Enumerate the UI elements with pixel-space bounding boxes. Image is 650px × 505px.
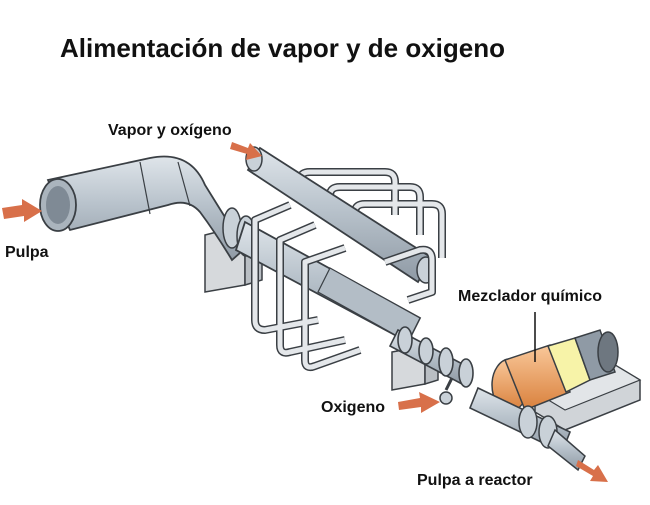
outlet-pipe	[468, 386, 586, 472]
label-steam-oxygen: Vapor y oxígeno	[108, 122, 232, 139]
diagram-title: Alimentación de vapor y de oxigeno	[60, 33, 505, 63]
label-chemical-mixer: Mezclador químico	[458, 288, 603, 305]
arrow-pulp-in	[2, 199, 42, 222]
label-pulp: Pulpa	[5, 244, 49, 261]
oxygen-nozzle	[439, 377, 454, 405]
inlet-pipe-elbow	[39, 155, 252, 262]
arrow-pulp-out	[576, 460, 608, 482]
label-oxygen: Oxigeno	[321, 399, 386, 416]
chemical-mixer-body	[491, 329, 619, 412]
arrow-oxygen-in	[398, 392, 440, 413]
reducer-spool	[388, 326, 474, 388]
arrow-steam-in	[230, 142, 262, 160]
label-pulp-to-reactor: Pulpa a reactor	[417, 472, 533, 489]
